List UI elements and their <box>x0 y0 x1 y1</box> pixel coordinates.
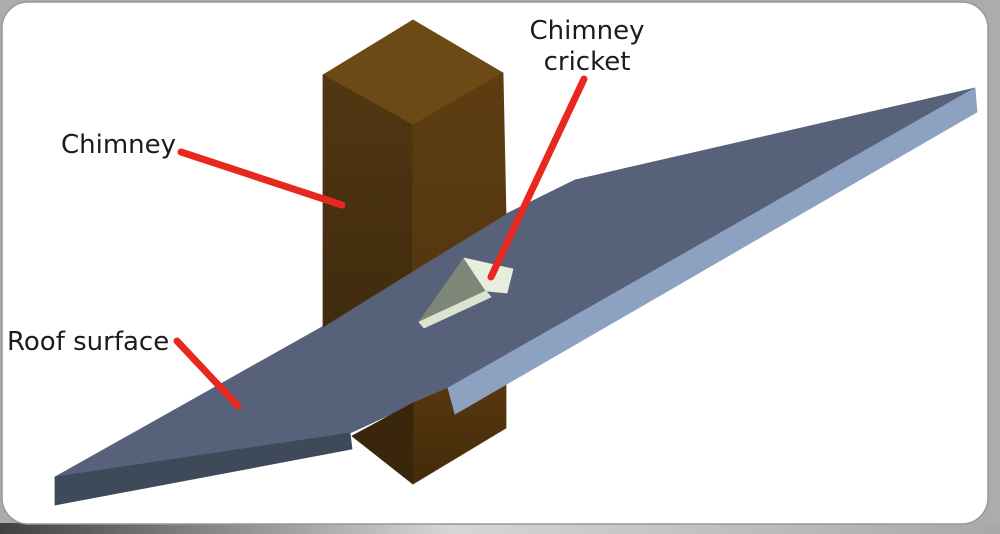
roof-surface-label: Roof surface <box>7 327 170 357</box>
chimney-cricket-label: Chimney cricket <box>517 16 657 78</box>
roof-leader-line <box>173 337 242 410</box>
roof-edge-left <box>54 432 353 506</box>
roof-edge-right <box>447 87 978 415</box>
chimney-leader-line <box>177 148 346 209</box>
chimney-cricket-label-line1: Chimney <box>529 16 645 46</box>
chimney-left-lower <box>351 402 414 485</box>
leader-lines <box>173 75 588 410</box>
chimney-cricket-label-line2: cricket <box>543 47 631 77</box>
diagram-shapes <box>54 19 978 506</box>
bottom-shadow-strip <box>0 523 1000 534</box>
cricket-base-edge <box>418 290 492 329</box>
chimney-label: Chimney <box>61 130 177 160</box>
chimney-right-face <box>412 72 507 272</box>
cricket-leader-line <box>487 75 588 281</box>
